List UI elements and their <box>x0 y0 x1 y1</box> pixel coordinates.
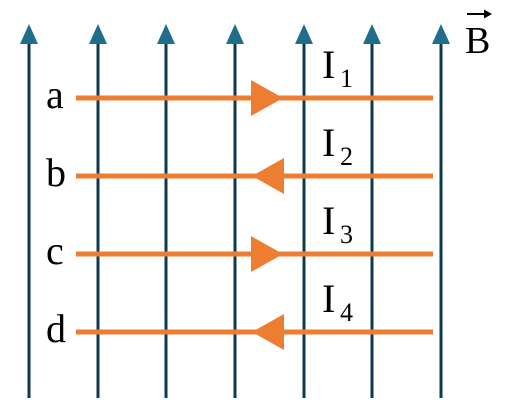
current-label: I <box>322 42 335 87</box>
field-arrow-icon <box>89 24 107 44</box>
wire-label: d <box>46 306 66 351</box>
current-arrow-icon <box>252 314 284 350</box>
field-line <box>157 24 175 398</box>
wire-d <box>76 314 433 350</box>
current-subscript: 4 <box>340 298 353 327</box>
current-subscript: 1 <box>340 64 353 93</box>
field-arrow-icon <box>432 24 450 44</box>
field-line <box>89 24 107 398</box>
current-subscript: 3 <box>340 220 353 249</box>
field-line <box>226 24 244 398</box>
field-line <box>20 24 38 398</box>
current-arrow-icon <box>252 158 284 194</box>
wire-b <box>76 158 433 194</box>
field-lines <box>20 24 450 398</box>
field-line <box>363 24 381 398</box>
wire-c <box>76 236 433 272</box>
field-arrow-icon <box>157 24 175 44</box>
vector-arrow-icon <box>467 9 492 19</box>
current-arrow-icon <box>251 236 283 272</box>
field-arrow-icon <box>363 24 381 44</box>
wire-label: c <box>46 228 64 273</box>
current-arrow-icon <box>251 80 283 116</box>
field-arrow-icon <box>295 24 313 44</box>
current-label: I <box>322 120 335 165</box>
field-arrow-icon <box>226 24 244 44</box>
field-label: B <box>465 9 492 62</box>
current-wires <box>76 80 433 350</box>
field-line <box>295 24 313 398</box>
current-label: I <box>322 198 335 243</box>
wire-label: b <box>46 150 66 195</box>
current-label: I <box>322 276 335 321</box>
field-line <box>432 24 450 398</box>
wire-label: a <box>46 72 64 117</box>
wire-a <box>76 80 433 116</box>
field-symbol: B <box>465 20 490 62</box>
field-arrow-icon <box>20 24 38 44</box>
current-subscript: 2 <box>340 142 353 171</box>
